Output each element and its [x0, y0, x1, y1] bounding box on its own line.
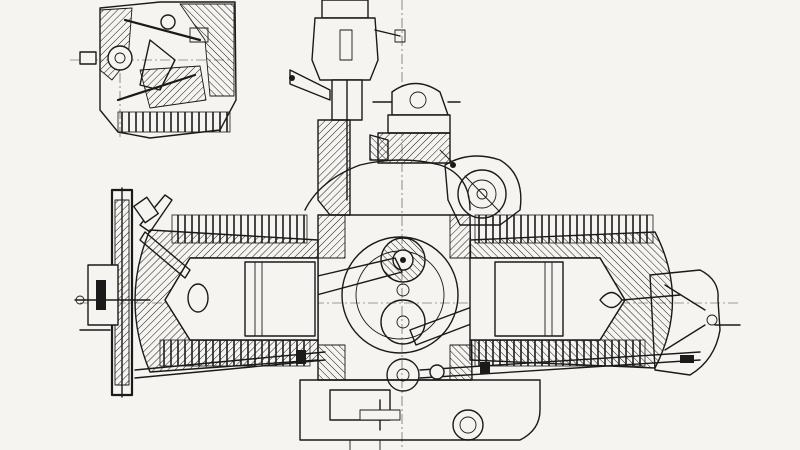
distributor	[289, 0, 406, 201]
cylinder-head-detail-inset	[79, 1, 237, 139]
carburetor	[372, 82, 461, 164]
crankcase	[299, 119, 541, 450]
left-rocker-assembly	[133, 194, 326, 379]
right-rocker-assembly	[419, 269, 741, 379]
flywheel	[74, 187, 151, 398]
right-cylinder	[469, 214, 681, 369]
small-fittings	[359, 149, 456, 431]
left-cylinder	[134, 214, 319, 373]
